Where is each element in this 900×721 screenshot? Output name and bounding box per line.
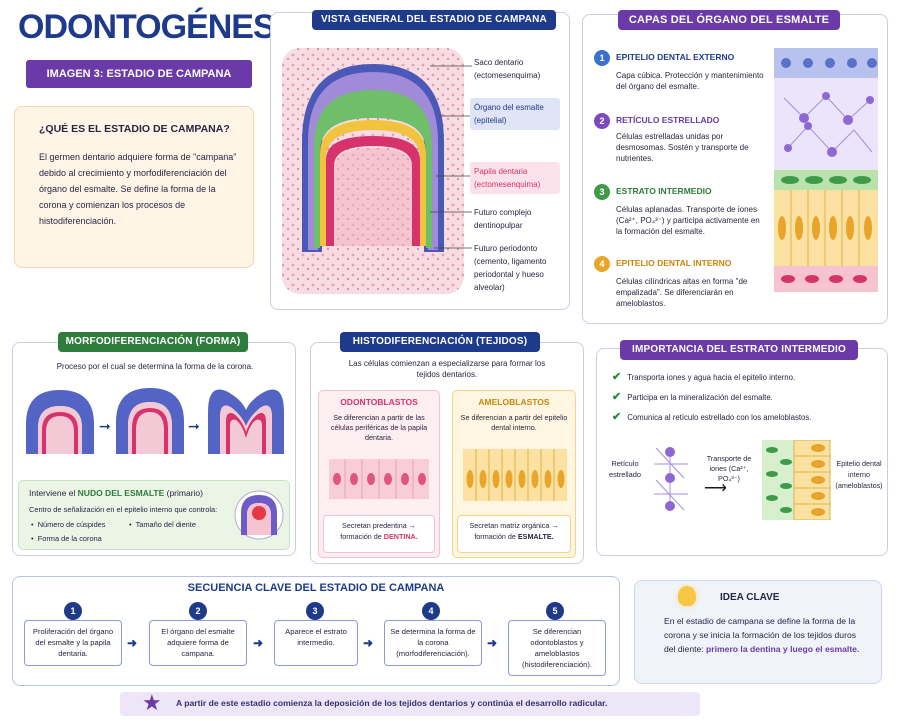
morfo-heading: MORFODIFERENCIACIÓN (FORMA): [58, 332, 248, 352]
importancia-item: ✔Comunica al retículo estrellado con los…: [612, 411, 812, 423]
capa-1-text: Capa cúbica. Protección y mantenimiento …: [616, 71, 764, 91]
intermediate-and-ameloblast-cells: [762, 440, 831, 520]
enamel-knot-icon: [234, 490, 284, 540]
nudo-box: Interviene el NUDO DEL ESMALTE (primario…: [18, 480, 290, 550]
capa-1-title: EPITELIO DENTAL EXTERNO: [616, 52, 735, 62]
odontoblastos-text: Se diferencian a partir de las células p…: [330, 413, 428, 442]
histo-text: Las células comienzan a especializarse p…: [348, 359, 546, 379]
label-leader-lines: [430, 65, 472, 249]
arrow-icon: ➜: [253, 636, 264, 650]
reticulo-label: Retículo estrellado: [608, 459, 642, 479]
check-icon: ✔: [612, 391, 622, 403]
nudo-title: Interviene el NUDO DEL ESMALTE (primario…: [29, 488, 203, 498]
step-number: 2: [189, 602, 207, 620]
vista-general-heading: VISTA GENERAL DEL ESTADIO DE CAMPANA: [312, 10, 556, 30]
morfo-bells-illustration: [26, 388, 284, 454]
lightbulb-icon: [678, 586, 696, 606]
arrow-icon: ⟶: [704, 480, 727, 497]
ameloblast-cells: [463, 449, 567, 501]
sequence-step: Aparece el estrato intermedio.: [274, 620, 358, 666]
step-number: 5: [546, 602, 564, 620]
step-number: 4: [422, 602, 440, 620]
epitelio-interno-label: Epitelio dental interno (ameloblastos): [835, 459, 883, 490]
capa-2-number: 2: [594, 113, 610, 129]
odontoblast-cells: [329, 459, 429, 499]
check-icon: ✔: [612, 411, 622, 423]
secuencia-heading: SECUENCIA CLAVE DEL ESTADIO DE CAMPANA: [187, 582, 445, 594]
subtitle-banner: IMAGEN 3: ESTADIO DE CAMPANA: [26, 60, 252, 88]
ameloblastos-text: Se diferencian a partir del epitelio den…: [460, 413, 568, 432]
arrow-icon: ➜: [127, 636, 138, 650]
odontoblastos-title: ODONTOBLASTOS: [340, 397, 418, 407]
odontoblastos-bottom: Secretan predentina → formación de DENTI…: [323, 515, 435, 553]
idea-clave-panel: [634, 580, 882, 684]
sequence-step: Se diferencian odontoblastos y ameloblas…: [508, 620, 606, 676]
footer-banner: [120, 692, 700, 716]
label-organo-esmalte: Órgano del esmalte (epitelial): [470, 98, 560, 130]
importancia-item: ✔Transporta iones y agua hacia el epitel…: [612, 371, 796, 383]
sequence-step: Proliferación del órgano del esmalte y l…: [24, 620, 122, 666]
morfo-text: Proceso por el cual se determina la form…: [56, 362, 254, 371]
enamel-layers-histology: [774, 48, 878, 292]
step-number: 1: [64, 602, 82, 620]
idea-clave-heading: IDEA CLAVE: [720, 592, 780, 603]
capa-4-number: 4: [594, 256, 610, 272]
label-periodonto: Futuro periodonto (cemento, ligamento pe…: [474, 244, 547, 292]
ameloblastos-card: AMELOBLASTOS Se diferencian a partir del…: [452, 390, 576, 558]
que-es-heading: ¿QUÉ ES EL ESTADIO DE CAMPANA?: [39, 123, 230, 135]
capa-2-title: RETÍCULO ESTRELLADO: [616, 115, 720, 125]
page-title: ODONTOGÉNESIS: [18, 8, 306, 46]
transporte-label: Transporte de iones (Ca²⁺, PO₄³⁻): [706, 454, 752, 483]
capa-2-text: Células estrelladas unidas por desmosoma…: [616, 132, 749, 163]
capa-3-title: ESTRATO INTERMEDIO: [616, 186, 712, 196]
sequence-step: El órgano del esmalte adquiere forma de …: [149, 620, 247, 666]
nudo-bullet: • Forma de la corona: [31, 534, 102, 543]
capa-4-text: Células cilíndricas altas en forma "de e…: [616, 277, 748, 308]
histo-heading: HISTODIFERENCIACIÓN (TEJIDOS): [340, 332, 540, 352]
arrow-icon: ➞: [99, 418, 111, 434]
label-saco-dentario: Saco dentario (ectomesenquima): [474, 58, 541, 80]
label-complejo-dentinopulpar: Futuro complejo dentinopulpar: [474, 208, 532, 230]
label-papila-dentaria: Papila dentaria (ectomesenquima): [470, 162, 560, 194]
odontoblastos-card: ODONTOBLASTOS Se diferencian a partir de…: [318, 390, 440, 558]
stellate-reticulum-cells: [654, 447, 688, 511]
capa-4-title: EPITELIO DENTAL INTERNO: [616, 258, 732, 268]
arrow-icon: ➞: [188, 418, 200, 434]
arrow-icon: ➜: [363, 636, 374, 650]
capas-heading: CAPAS DEL ÓRGANO DEL ESMALTE: [618, 10, 840, 30]
idea-clave-text: En el estadio de campana se define la fo…: [664, 616, 860, 654]
footer-text: A partir de este estadio comienza la dep…: [176, 698, 608, 708]
sequence-step: Se determina la forma de la corona (morf…: [384, 620, 482, 666]
nudo-text: Centro de señalización en el epitelio in…: [29, 505, 218, 514]
ameloblastos-title: AMELOBLASTOS: [478, 397, 550, 407]
capa-3-number: 3: [594, 184, 610, 200]
que-es-panel: ¿QUÉ ES EL ESTADIO DE CAMPANA? El germen…: [14, 106, 254, 268]
que-es-text: El germen dentario adquiere forma de "ca…: [39, 152, 237, 226]
importancia-item: ✔Participa en la mineralización del esma…: [612, 391, 773, 403]
capa-3-text: Células aplanadas. Transporte de iones (…: [616, 205, 760, 236]
importancia-heading: IMPORTANCIA DEL ESTRATO INTERMEDIO: [620, 340, 858, 360]
nudo-bullet: • Tamaño del diente: [129, 520, 196, 529]
check-icon: ✔: [612, 371, 622, 383]
nudo-bullet: • Número de cúspides: [31, 520, 106, 529]
capa-1-number: 1: [594, 50, 610, 66]
ameloblastos-bottom: Secretan matriz orgánica → formación de …: [457, 515, 571, 553]
bell-stage-illustration: [282, 48, 464, 294]
star-icon: ★: [142, 690, 162, 715]
arrow-icon: ➜: [487, 636, 498, 650]
step-number: 3: [306, 602, 324, 620]
